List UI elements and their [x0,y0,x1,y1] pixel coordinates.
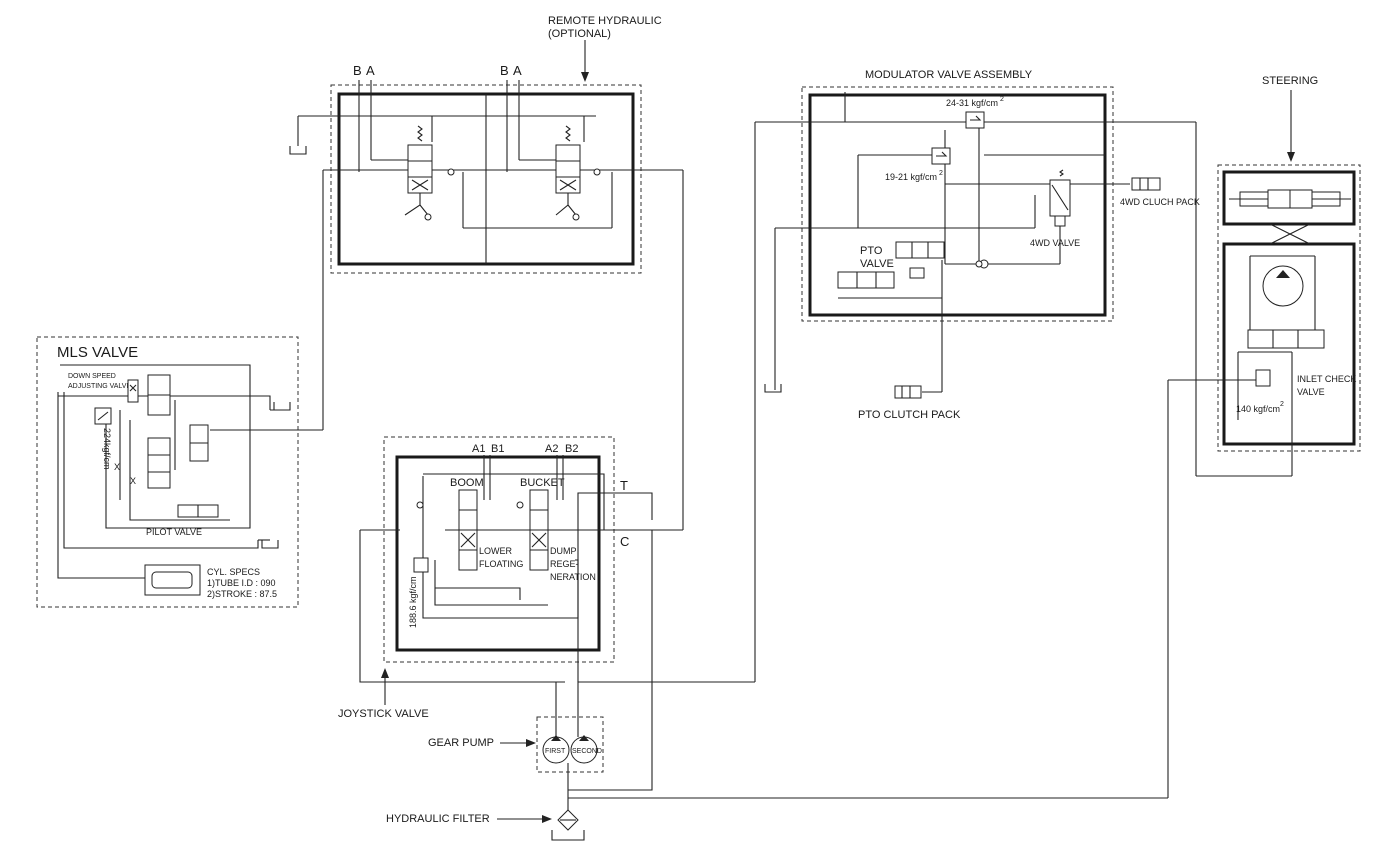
steering-pressure: 140 kgf/cm [1236,404,1280,414]
modulator-valve-block: MODULATOR VALVE ASSEMBLY [754,69,1200,682]
mod-pressure-2: 19-21 kgf/cm [885,172,937,182]
pto-label-2: VALVE [860,258,894,270]
mls-x-2: X [130,476,136,486]
pump-second-label: SECOND [572,748,602,755]
hydraulic-filter-label: HYDRAULIC FILTER [386,813,490,825]
steering-pressure-sup: 2 [1280,401,1284,408]
remote-hydraulic-title: REMOTE HYDRAULIC [548,15,662,27]
pump-first-label: FIRST [545,748,566,755]
port-b2: B2 [565,443,578,455]
down-speed-1: DOWN SPEED [68,373,116,380]
remote-hydraulic-optional: (OPTIONAL) [548,28,611,40]
pump-filter-block: FIRST SECOND GEAR PUMP HYDRAULIC FILTER [386,530,1168,841]
pto-clutch-label: PTO CLUTCH PACK [858,409,961,421]
joystick-title: JOYSTICK VALVE [338,708,429,720]
port-a1: A1 [472,443,485,455]
joystick-pressure: 188.6 kgf/cm [408,576,418,628]
pilot-valve-label: PILOT VALVE [146,527,202,537]
port-b1: B1 [491,443,504,455]
port-b-left: B [353,63,362,78]
boom-label: BOOM [450,477,484,489]
mls-pressure: 224kgf/cm [102,428,112,470]
bucket-label: BUCKET [520,477,565,489]
mod-pressure-2-sup: 2 [939,170,943,177]
cyl-spec-2: 1)TUBE I.D : 090 [207,578,276,588]
gear-pump-label: GEAR PUMP [428,737,494,749]
inlet-check-2: VALVE [1297,387,1325,397]
mod-pressure-1-sup: 2 [1000,96,1004,103]
clutch-4wd-label: 4WD CLUCH PACK [1120,197,1200,207]
valve-4wd-label: 4WD VALVE [1030,238,1080,248]
joystick-valve-block: A1 B1 A2 B2 T C BOOM BUCKET LOWER FLOATI… [338,436,683,720]
remote-hydraulic-block: REMOTE HYDRAULIC (OPTIONAL) B A B A [289,15,684,530]
dump-label-2: REGE- [550,559,579,569]
port-a2: A2 [545,443,558,455]
port-a-right: A [513,63,522,78]
port-a-left: A [366,63,375,78]
cyl-spec-1: CYL. SPECS [207,567,260,577]
port-t: T [620,478,628,493]
dump-label-3: NERATION [550,572,596,582]
inlet-check-1: INLET CHECK [1297,374,1356,384]
port-c: C [620,534,629,549]
lower-label-2: FLOATING [479,559,523,569]
cyl-spec-3: 2)STROKE : 87.5 [207,589,277,599]
modulator-title: MODULATOR VALVE ASSEMBLY [865,69,1033,81]
lower-label-1: LOWER [479,546,513,556]
port-b-right: B [500,63,509,78]
steering-title: STEERING [1262,75,1318,87]
dump-label-1: DUMP [550,546,577,556]
mls-title: MLS VALVE [57,344,138,361]
mod-pressure-1: 24-31 kgf/cm [946,98,998,108]
pto-label-1: PTO [860,245,883,257]
down-speed-2: ADJUSTING VALVE [68,383,131,390]
mls-x-1: X [114,462,120,472]
steering-block: STEERING INLET CHECK VALVE 140 kgf/cm 2 [1167,75,1361,798]
mls-valve-block: MLS VALVE DOWN SPEED ADJUSTING VALVE X X… [36,336,323,608]
